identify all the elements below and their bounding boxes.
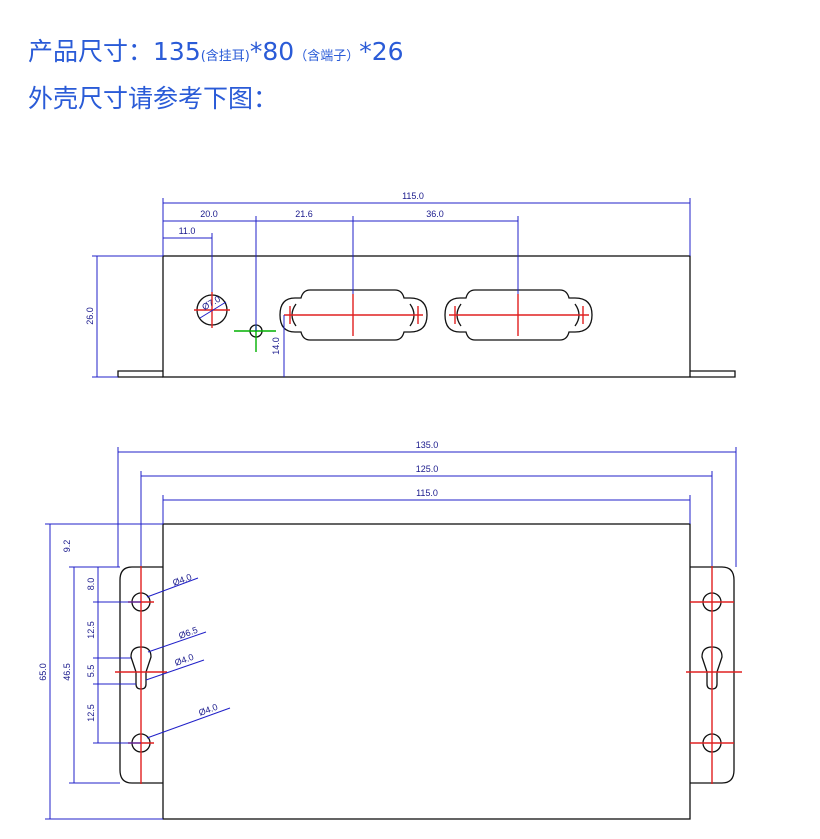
dim-top-12-5-b: 12.5	[86, 704, 96, 722]
product-size-line: 产品尺寸：135(含挂耳)*80（含端子）*26	[28, 34, 404, 75]
dim-front-14: 14.0	[271, 337, 281, 355]
front-left-flange	[117, 370, 163, 378]
width-note: （含端子）	[294, 49, 360, 64]
leader-hole-4	[146, 707, 231, 739]
size-label: 产品尺寸：	[28, 37, 154, 66]
db-connector-2	[444, 289, 593, 341]
size-width: *80	[249, 37, 295, 66]
db-connector-1	[279, 289, 428, 341]
dim-top-135: 135.0	[416, 440, 439, 450]
dim-top-8: 8.0	[86, 578, 96, 591]
right-keyhole	[701, 646, 723, 690]
top-view: 135.0 125.0 115.0 65.0 46.5 9.2 8.0 12.5…	[38, 440, 742, 820]
dim-front-21-6: 21.6	[295, 209, 313, 219]
leader-hole-1	[146, 577, 199, 598]
dim-top-12-5-a: 12.5	[86, 621, 96, 639]
shell-size-line: 外壳尺寸请参考下图：	[28, 84, 279, 113]
front-view: Ø7.0 115.0 20.0 21.6 36.0 11.0 26.0 14.0	[85, 191, 736, 378]
left-keyhole	[130, 646, 152, 690]
front-right-flange	[690, 370, 736, 378]
size-height: *26	[359, 37, 404, 66]
dim-top-5-5: 5.5	[86, 665, 96, 678]
dim-front-20: 20.0	[200, 209, 218, 219]
dim-hole-3: Ø4.0	[173, 652, 195, 668]
dim-top-9-2: 9.2	[62, 540, 72, 553]
top-left-ear	[119, 566, 163, 784]
title-block: 产品尺寸：135(含挂耳)*80（含端子）*26 外壳尺寸请参考下图：	[28, 34, 404, 117]
hole-7-leader	[199, 301, 227, 319]
dim-front-11: 11.0	[179, 226, 196, 236]
dim-top-65: 65.0	[38, 663, 48, 681]
dim-front-height: 26.0	[85, 307, 95, 325]
top-right-ear	[690, 566, 735, 784]
dim-front-36: 36.0	[426, 209, 444, 219]
leader-hole-3	[145, 659, 205, 681]
dim-front-total: 115.0	[402, 191, 424, 201]
dim-hole-1: Ø4.0	[171, 572, 193, 588]
top-body-outline	[162, 523, 691, 820]
size-length: 135	[153, 37, 201, 66]
dim-top-46-5: 46.5	[62, 663, 72, 681]
dim-top-115: 115.0	[416, 488, 438, 498]
front-body-outline	[162, 255, 691, 378]
length-note: (含挂耳)	[200, 49, 250, 64]
dim-top-125: 125.0	[416, 464, 439, 474]
leader-hole-2	[147, 631, 207, 653]
